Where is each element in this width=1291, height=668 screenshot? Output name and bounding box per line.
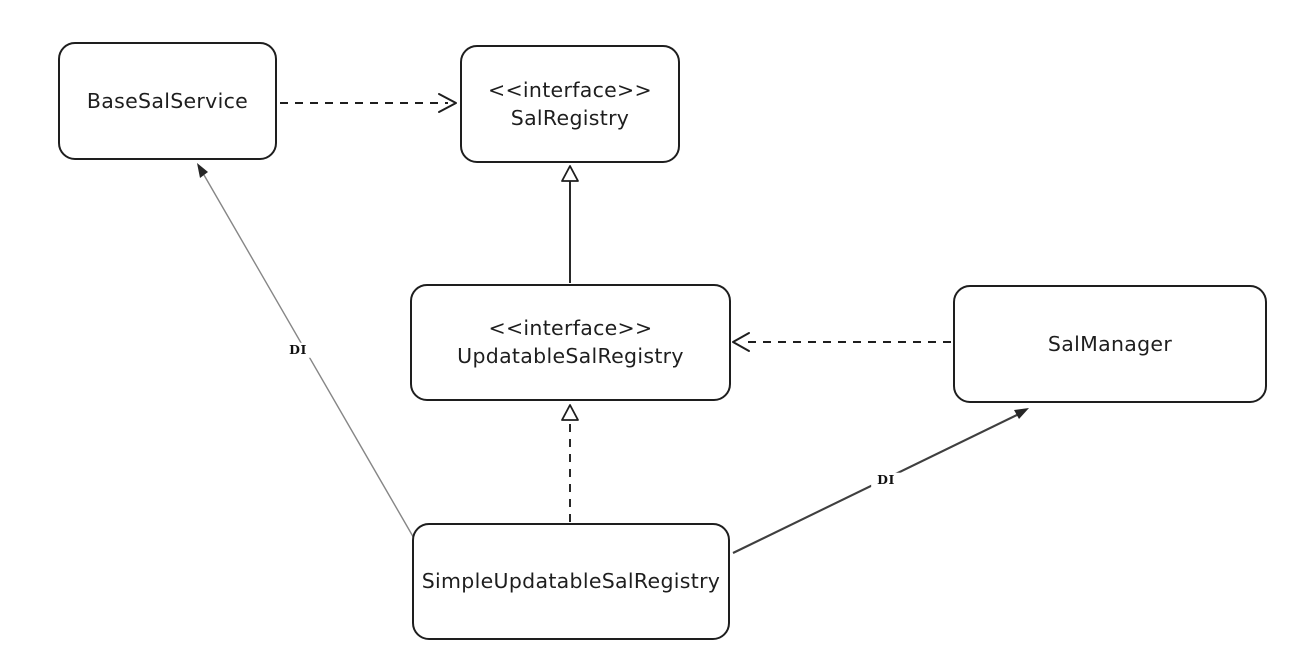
edge-label-di-left: DI [283,342,313,358]
filled-arrowhead-icon [197,163,208,178]
open-arrowhead-icon [438,93,457,113]
hollow-triangle-arrowhead-icon [561,404,579,421]
node-updatablesalregistry-label: UpdatableSalRegistry [457,344,684,368]
node-basesalservice[interactable]: BaseSalService [58,42,277,160]
edge-di-simpleupdatablesalregistry-to-basesalservice[interactable] [197,163,416,541]
edge-generalization-updatablesalregistry-to-salregistry[interactable] [561,165,579,283]
node-updatablesalregistry-stereotype: <<interface>> [488,316,653,341]
open-arrowhead-icon [732,332,750,352]
edge-dependency-salmanager-to-updatablesalregistry[interactable] [732,332,951,352]
node-simpleupdatablesalregistry-label: SimpleUpdatableSalRegistry [421,569,721,594]
node-salregistry[interactable]: <<interface>> SalRegistry [460,45,680,163]
node-salregistry-stereotype: <<interface>> [487,77,653,102]
node-salregistry-label: SalRegistry [510,105,630,130]
node-salmanager-label: SalManager [1047,331,1173,356]
edge-realization-simpleupdatablesalregistry-to-updatablesalregistry[interactable] [561,404,579,522]
edge-label-di-right: DI [871,472,901,488]
node-updatablesalregistry[interactable]: <<interface>> UpdatableSalRegistry [410,284,731,401]
node-salmanager[interactable]: SalManager [953,285,1267,403]
node-simpleupdatablesalregistry[interactable]: SimpleUpdatableSalRegistry [412,523,730,640]
filled-arrowhead-icon [1014,408,1029,419]
hollow-triangle-arrowhead-icon [561,165,579,182]
edge-dependency-basesalservice-to-salregistry[interactable] [280,93,457,113]
node-basesalservice-label: BaseSalService [86,88,249,113]
